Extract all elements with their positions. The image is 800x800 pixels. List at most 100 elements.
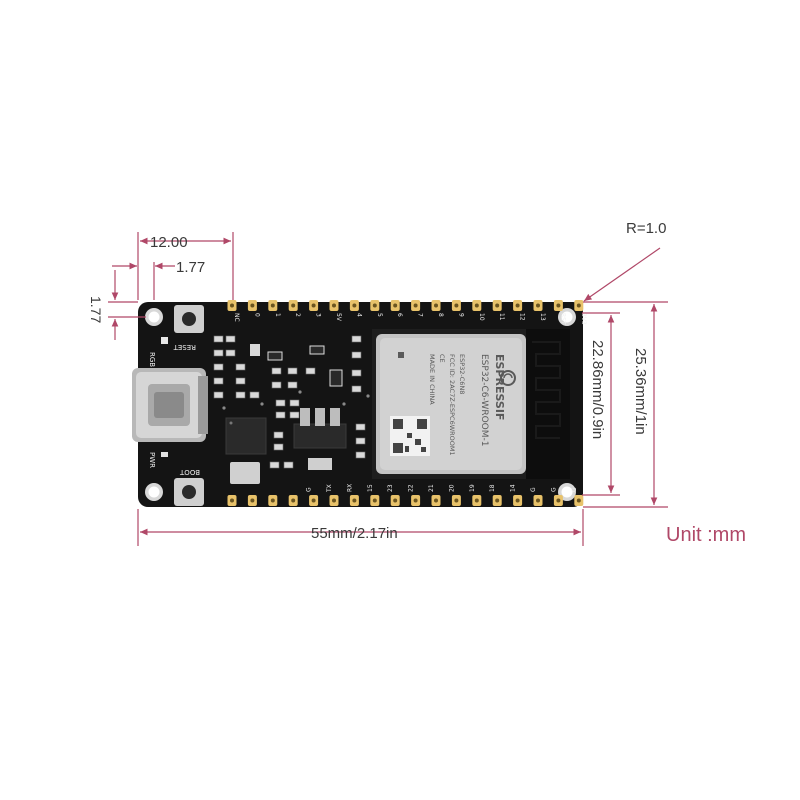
pwr-label: PWR (148, 452, 156, 468)
smd-component (275, 411, 286, 419)
antenna-trace (532, 341, 561, 439)
reset-label: RESET (173, 343, 196, 351)
corner-radius-label: R=1.0 (626, 220, 666, 237)
pin-pad (390, 495, 400, 506)
top-pin-label: 10 (478, 313, 485, 321)
pin-pad (431, 300, 441, 311)
pin-pad (390, 300, 400, 311)
pin-pad (370, 300, 380, 311)
smd-component (271, 367, 282, 375)
pin-pad (247, 300, 257, 311)
bottom-pin-label: G (306, 487, 313, 492)
via (260, 402, 264, 406)
pin-pad (553, 495, 563, 506)
pin-pad (329, 300, 339, 311)
top-pin-label: 9 (457, 313, 464, 317)
top-pin-row (227, 300, 584, 311)
usb-c-connector (132, 368, 208, 442)
bottom-pin-label: G (571, 487, 578, 492)
via (342, 402, 346, 406)
pin-pad (349, 300, 359, 311)
crystal (230, 462, 260, 484)
smd-component (351, 351, 362, 359)
pin-pad (574, 495, 584, 506)
dimension-177-horizontal-label: 1.77 (176, 259, 205, 276)
top-pin-label: 2 (294, 313, 301, 317)
pin-pad (451, 495, 461, 506)
top-pin-label: NC (233, 313, 240, 322)
bottom-pin-label: RX (346, 484, 353, 492)
pin-pad (268, 495, 278, 506)
pin-pad (431, 495, 441, 506)
pin-pad (247, 495, 257, 506)
pin1-dot (398, 352, 404, 358)
top-pin-label: 7 (417, 313, 424, 317)
smd-component (305, 367, 316, 375)
smd-component (287, 367, 298, 375)
smd-component (273, 431, 284, 439)
pin-pad (288, 300, 298, 311)
mounting-hole (145, 483, 163, 501)
smd-component (351, 335, 362, 343)
pin-pad (349, 495, 359, 506)
espressif-logo-icon (500, 370, 516, 386)
reset-button (174, 305, 204, 333)
board-length-label: 55mm/2.17in (311, 525, 398, 542)
transistor-group (250, 344, 343, 387)
via (366, 394, 370, 398)
pin-pad (574, 300, 584, 311)
smd-component (351, 369, 362, 377)
module-brand: ESPRESSIF (493, 354, 506, 420)
board-height-label: 25.36mm/1in (632, 348, 649, 435)
qr-code-icon (390, 416, 430, 456)
top-pin-label: 6 (396, 313, 403, 317)
smd-component (249, 391, 260, 399)
top-pin-label: 13 (539, 313, 546, 321)
pin-pad (553, 300, 563, 311)
pin-pad (451, 300, 461, 311)
smd-component (213, 335, 224, 343)
smd-component (287, 381, 298, 389)
top-pin-label: 3 (315, 313, 322, 317)
bottom-pin-label: 20 (448, 484, 455, 492)
power-led (161, 452, 168, 457)
smd-component (271, 381, 282, 389)
fuse (308, 458, 332, 470)
smd-component (225, 349, 236, 357)
pin-pad (472, 495, 482, 506)
esp32-module: ESPRESSIF ESP32-C6-WROOM-1 ESP32-C6N8 FC… (372, 329, 570, 479)
corner-radius-leader (583, 247, 661, 302)
bottom-pin-label: 15 (367, 484, 374, 492)
dimension-177-vertical-label: 1.77 (88, 296, 104, 323)
bottom-pin-label: TX (326, 484, 333, 493)
pin-pad (513, 300, 523, 311)
module-maker: MADE IN CHINA (428, 354, 436, 405)
module-model: ESP32-C6-WROOM-1 (479, 354, 489, 446)
smd-component (275, 399, 286, 407)
passive-components (213, 335, 370, 469)
bottom-pin-label: G (530, 487, 537, 492)
pin-pad (492, 300, 502, 311)
pin-pad (370, 495, 380, 506)
smd-component (355, 437, 366, 445)
dimension-12-label: 12.00 (150, 234, 188, 251)
bottom-pin-label: 22 (408, 484, 415, 492)
module-line3: CE (438, 354, 446, 363)
pin-pad (411, 300, 421, 311)
pin-pad (533, 300, 543, 311)
bottom-pin-label: 21 (428, 484, 435, 492)
smd-component (213, 363, 224, 371)
top-pin-label: 5 (376, 313, 383, 317)
mounting-hole (145, 308, 163, 326)
smd-component (269, 461, 280, 469)
smd-component (235, 363, 246, 371)
rgb-label: RGB (148, 352, 156, 367)
smd-component (355, 423, 366, 431)
top-pin-label: RST (559, 313, 566, 325)
voltage-regulator (293, 408, 347, 449)
pin-pad (268, 300, 278, 311)
top-pin-label: 8 (437, 313, 444, 317)
pin-pad (492, 495, 502, 506)
smd-component (213, 377, 224, 385)
